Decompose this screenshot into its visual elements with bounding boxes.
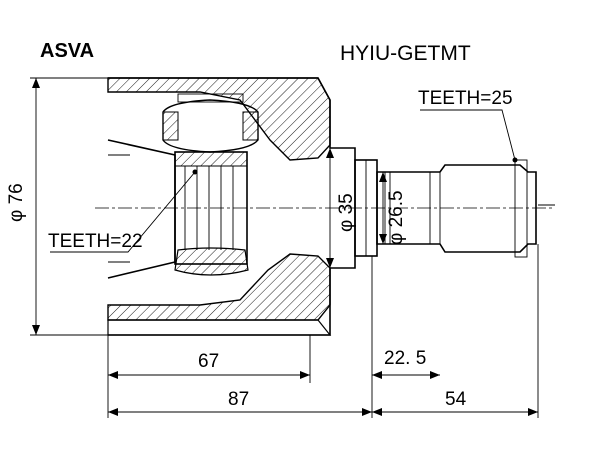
leader-lines xyxy=(50,109,518,253)
upper-roller-hatch xyxy=(162,111,259,141)
brand-label: ASVA xyxy=(40,40,94,62)
spider-spline-band xyxy=(174,151,248,167)
lower-roller xyxy=(174,247,249,276)
teeth-22-label: TEETH=22 xyxy=(48,231,143,252)
dim-67-label: 67 xyxy=(198,351,219,372)
part-number-label: HYIU-GETMT xyxy=(340,42,471,65)
shaft-spline-band xyxy=(514,159,528,258)
output-shaft xyxy=(376,159,537,258)
leader-teeth-22 xyxy=(50,171,196,253)
upper-roller-cap xyxy=(177,93,244,103)
leader-teeth-25 xyxy=(420,109,516,161)
housing-bottom-flange xyxy=(107,319,332,336)
housing-outline xyxy=(108,77,356,336)
spider-splines xyxy=(184,166,234,250)
dim-35-label: φ 35 xyxy=(336,193,357,232)
housing-inner-cavity xyxy=(107,139,176,279)
shaft-grooves xyxy=(384,172,441,244)
dim-22-5-label: 22. 5 xyxy=(384,348,426,369)
teeth-25-label: TEETH=25 xyxy=(418,88,513,109)
housing-lower-wall xyxy=(107,253,331,321)
housing-inner-lines xyxy=(108,154,130,263)
dim-87-label: 87 xyxy=(228,389,249,410)
dim-54-label: 54 xyxy=(445,389,467,410)
tripod-spider xyxy=(162,93,259,276)
dim-26-5-label: φ 26.5 xyxy=(386,190,407,245)
housing-body xyxy=(107,77,356,336)
dim-76-label: φ 76 xyxy=(6,183,27,222)
dimension-lines xyxy=(32,78,555,416)
extension-lines xyxy=(30,77,539,418)
